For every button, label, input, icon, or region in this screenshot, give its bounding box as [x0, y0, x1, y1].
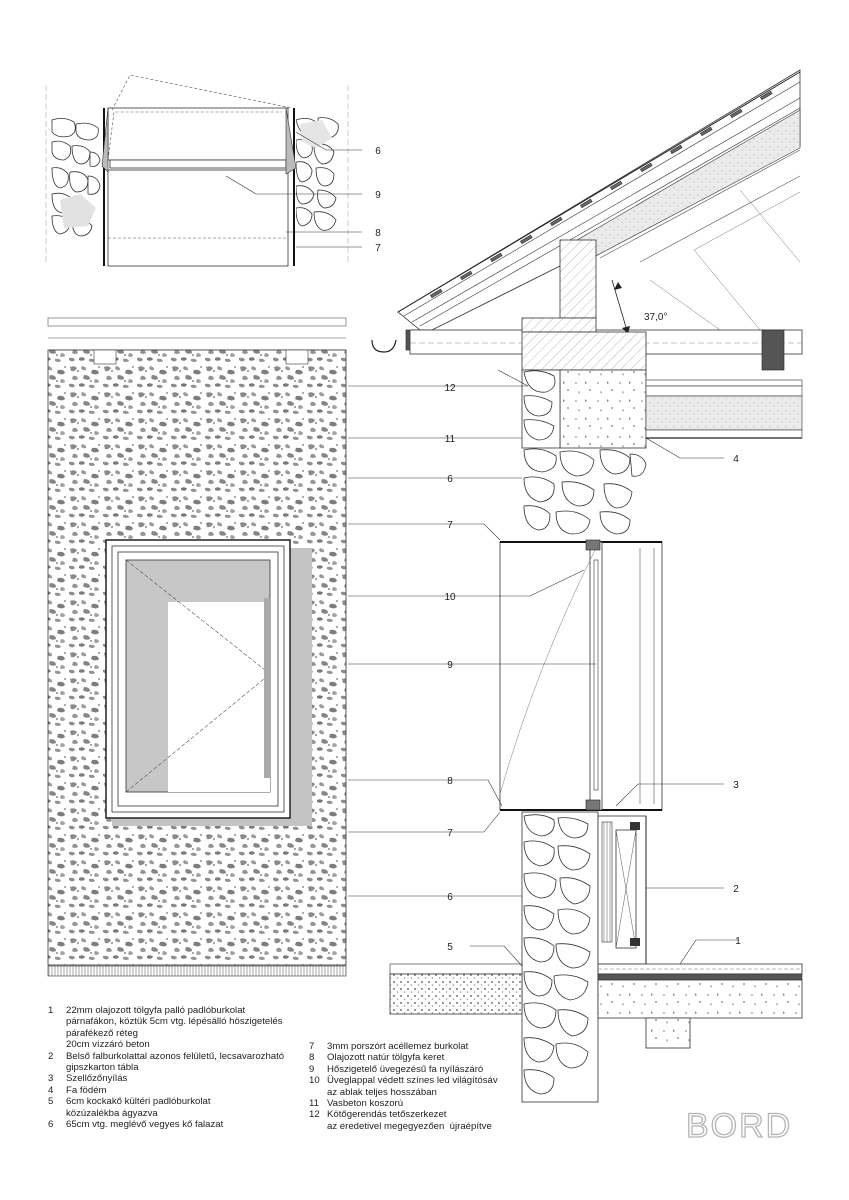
legend-entry: 2 Belső falburkolattal azonos felületű, l… [48, 1051, 284, 1074]
legend-entry: 8 Olajozott natúr tölgyfa keret [309, 1052, 498, 1063]
legend-number: 8 [309, 1052, 315, 1064]
legend-text: 3mm porszórt acéllemez burkolat [327, 1041, 469, 1052]
section-callout: 8 [447, 776, 453, 787]
bord-logo: BORD [686, 1108, 792, 1140]
legend-entry: 6 65cm vtg. meglévő vegyes kő falazat [48, 1119, 284, 1130]
legend-entry: 10 Üveglappal védett színes led világítós… [309, 1075, 498, 1098]
section-callout: 2 [733, 884, 739, 895]
legend-number: 12 [309, 1109, 320, 1121]
legend-text: Hőszigetelő üvegezésű fa nyílászáró [327, 1063, 484, 1075]
section-callout: 4 [733, 454, 739, 465]
svg-text:BORD: BORD [686, 1108, 792, 1140]
plan-callout: 9 [375, 190, 381, 201]
legend-entry: 3 Szellőzőnyílás [48, 1073, 284, 1084]
section-upper-stones [523, 370, 647, 535]
legend-entry: 12 Kötőgerendás tetőszerkezet az eredetiv… [309, 1109, 498, 1132]
legend-text: Olajozott natúr tölgyfa keret [327, 1052, 445, 1064]
legend-text: 22mm olajozott tölgyfa palló padlóburkol… [66, 1005, 283, 1051]
legend-text: 6cm kockakő kültéri padlóburkolat közúza… [66, 1096, 211, 1119]
roof-assembly [371, 69, 803, 371]
callout-labels: 37,0° 6 9 8 7 12 11 6 7 10 9 8 7 6 5 4 3… [375, 146, 741, 953]
legend-entry: 1 22mm olajozott tölgyfa palló padlóburko… [48, 1005, 284, 1051]
legend-text: 65cm vtg. meglévő vegyes kő falazat [66, 1119, 224, 1131]
section-callout: 5 [447, 942, 453, 953]
section-callout: 10 [444, 592, 456, 603]
legend-number: 3 [48, 1073, 54, 1085]
plan-callout: 6 [375, 146, 381, 157]
roof-angle-label: 37,0° [644, 312, 667, 323]
section-callout: 1 [735, 936, 741, 947]
legend-text: Belső falburkolattal azonos felületű, le… [66, 1050, 285, 1074]
facade-elevation [47, 317, 347, 977]
plan-callout: 8 [375, 228, 381, 239]
section-callout: 9 [447, 660, 453, 671]
section-callout: 11 [445, 434, 456, 445]
plan-detail [45, 74, 362, 267]
legend-number: 11 [309, 1098, 319, 1110]
legend-entry: 7 3mm porszórt acéllemez burkolat [309, 1041, 498, 1052]
legend-entry: 4 Fa födém [48, 1085, 284, 1096]
legend-right: 7 3mm porszórt acéllemez burkolat 8 Olajozo… [309, 1041, 498, 1132]
section-callout: 3 [733, 780, 739, 791]
section-callout: 7 [447, 520, 453, 531]
legend-number: 5 [48, 1096, 54, 1108]
legend-text: Szellőzőnyílás [66, 1073, 128, 1085]
section-callout: 6 [447, 892, 453, 903]
legend-text: Fa födém [66, 1084, 107, 1096]
legend-entry: 5 6cm kockakő kültéri padlóburkolat közúz… [48, 1096, 284, 1119]
legend-entry: 11 Vasbeton koszorú [309, 1098, 498, 1109]
legend-number: 4 [48, 1084, 54, 1096]
legend-text: Vasbeton koszorú [327, 1098, 404, 1110]
section-callout: 12 [444, 383, 456, 394]
legend-number: 7 [309, 1041, 315, 1052]
legend-number: 1 [48, 1005, 54, 1016]
legend-number: 9 [309, 1063, 315, 1075]
plan-callout: 7 [375, 243, 381, 254]
section-lower-stones [523, 814, 591, 1095]
legend-number: 2 [48, 1050, 54, 1062]
legend-text: Üveglappal védett színes led világítósáv… [327, 1075, 498, 1098]
section-cut [371, 69, 803, 1103]
legend-number: 6 [48, 1119, 54, 1131]
legend-text: Kötőgerendás tetőszerkezet az eredetivel… [327, 1109, 492, 1132]
legend-left: 1 22mm olajozott tölgyfa palló padlóburko… [48, 1005, 284, 1130]
legend-entry: 9 Hőszigetelő üvegezésű fa nyílászáró [309, 1064, 498, 1075]
section-callout: 6 [447, 474, 453, 485]
section-callout: 7 [447, 828, 453, 839]
legend-number: 10 [309, 1075, 320, 1087]
section-leaders [348, 369, 738, 967]
